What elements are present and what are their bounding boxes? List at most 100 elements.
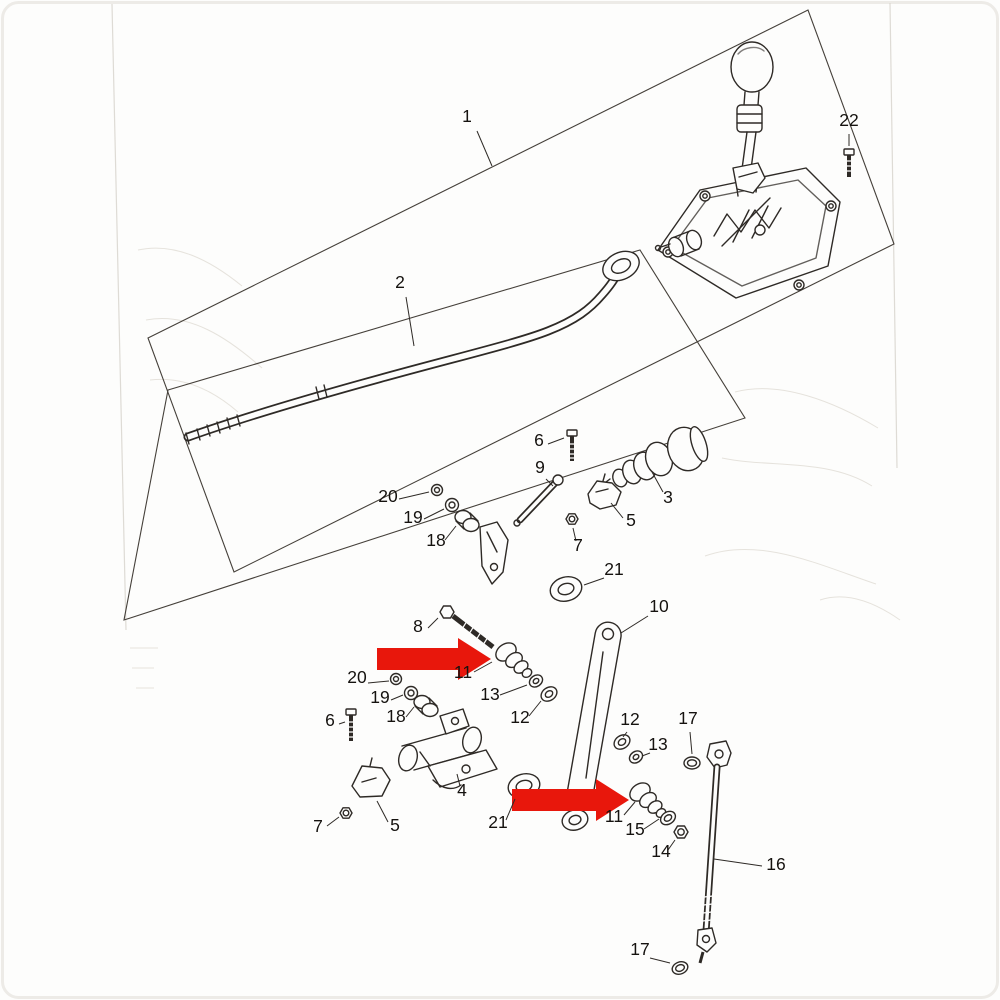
part-callout-19: 19	[403, 507, 422, 527]
part-callout-16: 16	[766, 854, 785, 874]
highlight-arrow-upper	[377, 638, 491, 680]
callout-leader-18	[444, 525, 457, 541]
callout-leader-13	[641, 752, 651, 757]
link-bar-10	[566, 621, 622, 809]
washer-13-lower	[628, 750, 644, 764]
callout-leader-12	[622, 731, 628, 738]
highlight-arrow-lower	[512, 779, 629, 821]
callout-leader-20	[367, 680, 390, 684]
nut-19-upper	[444, 497, 460, 513]
clamp-5-upper	[587, 473, 622, 510]
pivot-pin-9	[513, 474, 564, 527]
bracket-assembly-4	[397, 708, 498, 790]
callout-leader-6	[547, 437, 565, 445]
callout-leader-3	[651, 471, 664, 493]
part-callout-20: 20	[347, 667, 367, 687]
part-callout-6: 6	[534, 430, 544, 450]
lever-shaft	[741, 131, 757, 170]
callout-leader-10	[620, 615, 649, 634]
spring-detail	[713, 207, 782, 237]
part-callout-15: 15	[625, 819, 644, 839]
highlight-arrow-layer	[377, 638, 629, 821]
part-callout-18: 18	[426, 530, 445, 550]
assembly-outline-upper	[147, 9, 895, 573]
part-callout-17: 17	[630, 939, 649, 959]
bushing-11-lower	[629, 782, 667, 819]
callout-leader-5	[376, 800, 389, 823]
rod-threads	[196, 414, 241, 441]
part-callout-12: 12	[620, 709, 639, 729]
washer-20-lower	[389, 672, 403, 686]
callout-leader-11	[623, 801, 636, 816]
washer-13-upper	[528, 674, 544, 688]
part-callout-13: 13	[480, 684, 499, 704]
part-callout-5: 5	[390, 815, 400, 835]
pivot-strap	[479, 521, 509, 585]
part-callout-7: 7	[313, 816, 323, 836]
part-callout-10: 10	[649, 596, 669, 616]
lever-collar	[736, 104, 763, 133]
shift-lever	[730, 41, 774, 194]
callout-leader-14	[667, 839, 676, 851]
part-callout-2: 2	[395, 272, 405, 292]
callout-leader-19	[390, 694, 404, 701]
callout-leader-11	[473, 661, 493, 673]
callout-leader-18	[405, 706, 415, 718]
assembly-outline-rod	[123, 249, 746, 621]
callout-leader-15	[643, 818, 660, 830]
part-callout-7: 7	[573, 535, 583, 555]
bolt-8	[439, 605, 495, 649]
shift-rod	[183, 250, 640, 445]
callout-leader-4	[456, 773, 461, 787]
part-callout-11: 11	[605, 806, 623, 826]
bushing-18-lower	[413, 694, 439, 718]
part-callout-4: 4	[457, 780, 467, 800]
rod-eye	[602, 250, 640, 282]
link-rod-16	[696, 740, 732, 964]
part-callout-8: 8	[413, 616, 423, 636]
part-callout-21: 21	[488, 812, 507, 832]
shifter-base-housing	[657, 167, 841, 299]
washer-15	[659, 810, 677, 826]
ring-17-upper	[683, 756, 701, 770]
bolt-6-upper	[566, 429, 578, 461]
part-callout-19: 19	[370, 687, 389, 707]
callout-leader-20	[398, 491, 430, 500]
callout-leader-7	[572, 527, 577, 542]
bolt-6-lower	[345, 708, 357, 741]
nut-7-lower	[339, 807, 353, 819]
part-callout-20: 20	[378, 486, 398, 506]
bushing-3	[597, 426, 709, 497]
rod-band	[315, 384, 328, 400]
callout-leader-17	[689, 731, 693, 755]
ghost-background	[130, 247, 901, 689]
callout-leader-8	[427, 617, 439, 629]
rod-tip	[185, 432, 190, 445]
part-callout-14: 14	[651, 841, 671, 861]
nut-7-upper	[565, 513, 579, 525]
page-edge-lines	[111, 2, 898, 631]
part-callout-9: 9	[535, 457, 545, 477]
callout-leader-1	[476, 130, 493, 167]
callout-leader-13	[499, 684, 528, 696]
part-callout-13: 13	[648, 734, 667, 754]
callout-leader-16	[713, 858, 763, 867]
callout-leader-6	[338, 721, 346, 725]
ring-17-lower	[671, 961, 689, 975]
part-callout-3: 3	[663, 487, 673, 507]
part-callout-18: 18	[386, 706, 405, 726]
part-callout-12: 12	[510, 707, 529, 727]
callout-leader-2	[405, 296, 415, 347]
callout-leader-21	[583, 577, 605, 586]
callout-leader-7	[326, 816, 340, 827]
washer-20-upper	[430, 483, 444, 497]
washer-12-upper	[540, 686, 558, 702]
nut-14	[673, 825, 689, 839]
bushing-18-upper	[454, 509, 480, 533]
bushing-11-upper	[495, 642, 533, 679]
part-callout-17: 17	[678, 708, 697, 728]
